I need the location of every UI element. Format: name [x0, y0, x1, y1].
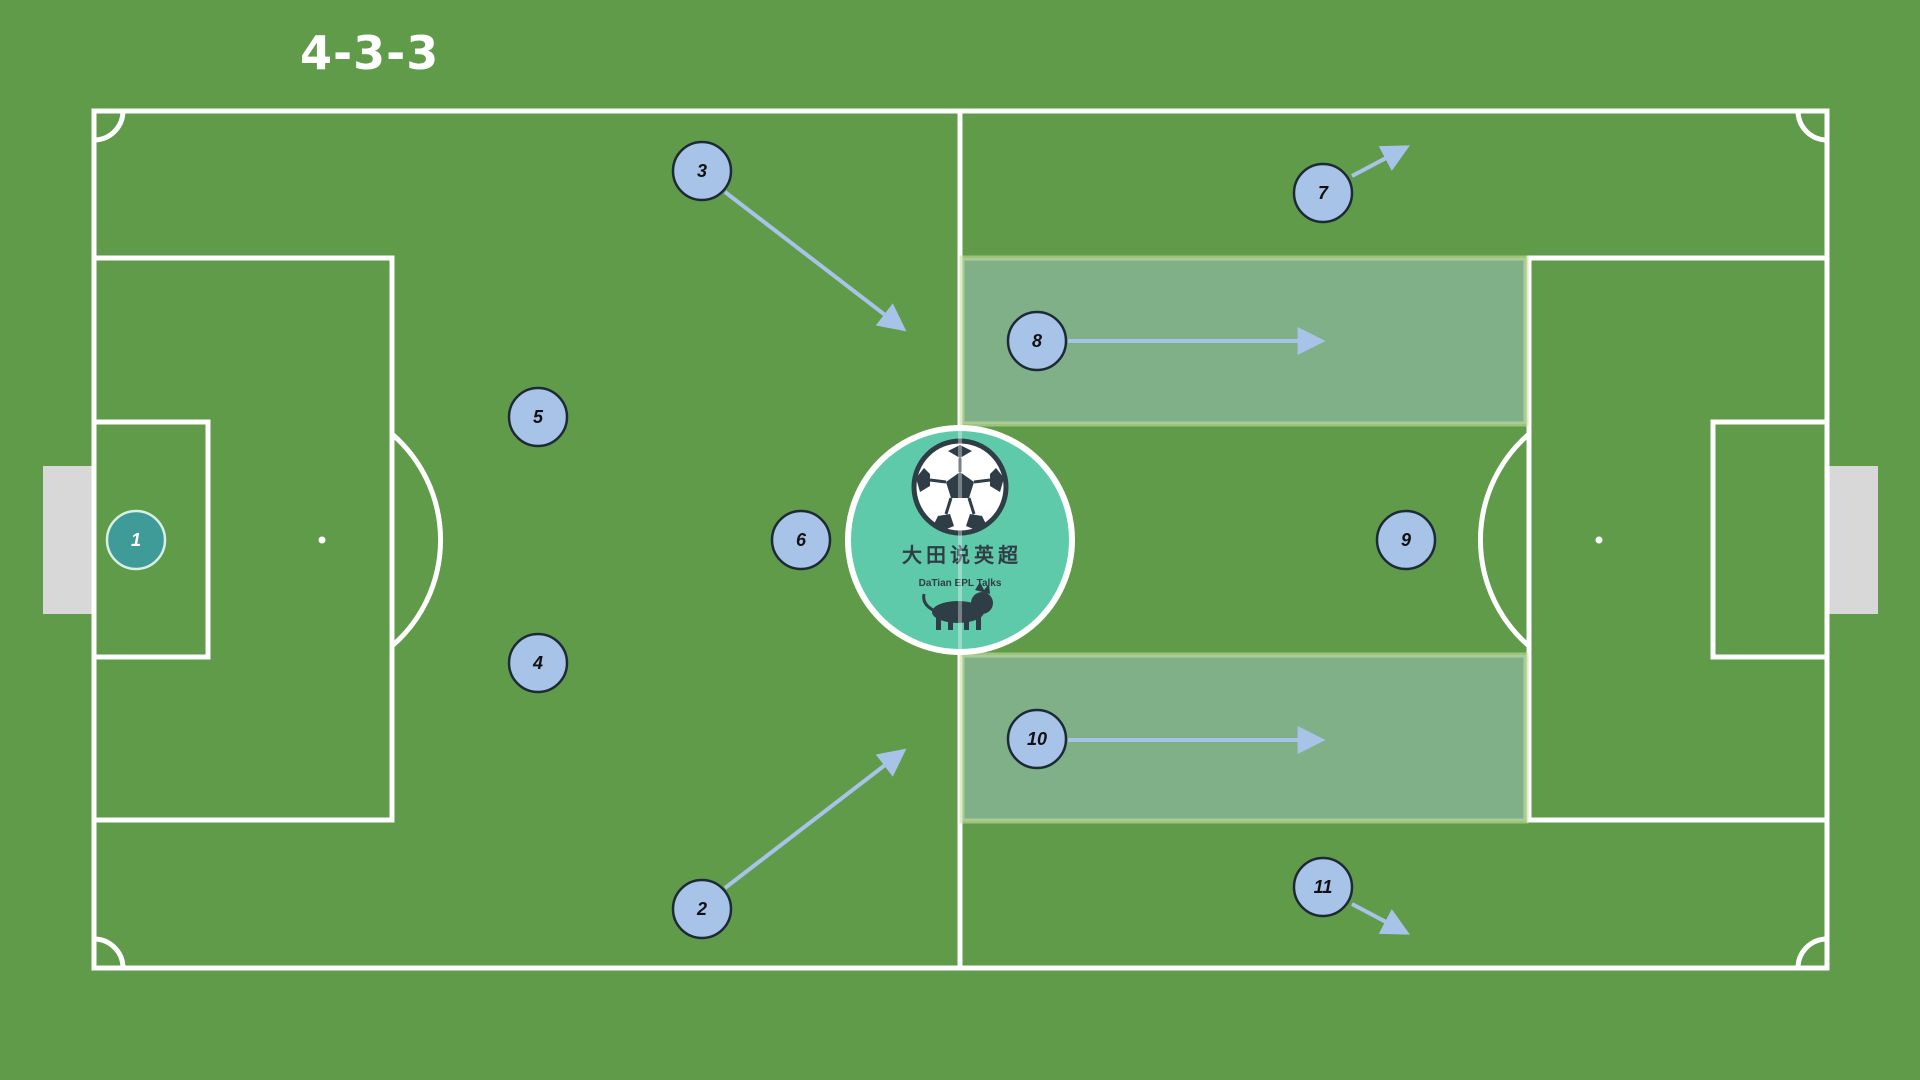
left-penalty-arc — [390, 432, 443, 648]
player-circle — [671, 878, 733, 940]
left-penalty-spot — [318, 536, 326, 544]
player-token-4[interactable]: 4 — [507, 632, 569, 694]
player-circle — [507, 386, 569, 448]
player-number: 7 — [1318, 183, 1329, 203]
player-circle — [105, 509, 167, 571]
player-circle — [671, 140, 733, 202]
player-circle — [1292, 856, 1354, 918]
players-layer: 1 2 3 4 5 6 7 8 9 10 11 — [105, 140, 1437, 940]
logo-chinese-text: 大田说英超 — [902, 543, 1022, 567]
right-penalty-arc — [1478, 432, 1531, 648]
player-number: 1 — [131, 530, 141, 550]
left-goal — [43, 466, 94, 614]
player-circle — [1292, 162, 1354, 224]
player-token-11[interactable]: 11 — [1292, 856, 1354, 918]
formation-title: 4-3-3 — [300, 26, 440, 80]
player-number: 3 — [697, 161, 707, 181]
player-token-10[interactable]: 10 — [1006, 708, 1068, 770]
player-number: 2 — [696, 899, 707, 919]
player-circle — [1006, 310, 1068, 372]
center-logo: 大田说英超 DaTian EPL Talks — [845, 425, 1075, 655]
goalkeeper-token[interactable]: 1 — [105, 509, 167, 571]
corner-arc-bottom-left — [93, 936, 126, 969]
player-number: 5 — [533, 407, 544, 427]
player-number: 8 — [1032, 331, 1042, 351]
player-token-2[interactable]: 2 — [671, 878, 733, 940]
player-token-6[interactable]: 6 — [770, 509, 832, 571]
player-token-7[interactable]: 7 — [1292, 162, 1354, 224]
corner-arc-top-right — [1795, 110, 1828, 143]
player-circle — [1006, 708, 1068, 770]
player-circle — [1375, 509, 1437, 571]
player-token-3[interactable]: 3 — [671, 140, 733, 202]
right-six-yard-box — [1710, 419, 1830, 660]
player-number: 9 — [1401, 530, 1411, 550]
player-token-9[interactable]: 9 — [1375, 509, 1437, 571]
arrow-player-3 — [723, 190, 907, 332]
player-number: 11 — [1314, 877, 1333, 897]
player-number: 4 — [532, 653, 543, 673]
lion-icon — [922, 582, 993, 630]
player-number: 6 — [796, 530, 807, 550]
player-token-8[interactable]: 8 — [1006, 310, 1068, 372]
player-token-5[interactable]: 5 — [507, 386, 569, 448]
corner-arc-top-left — [93, 110, 126, 143]
left-six-yard-box — [91, 419, 211, 660]
logo-english-text: DaTian EPL Talks — [919, 578, 1002, 589]
soccer-ball-icon — [911, 438, 1009, 536]
player-circle — [770, 509, 832, 571]
player-number: 10 — [1027, 729, 1047, 749]
right-goal — [1827, 466, 1878, 614]
arrow-player-2 — [723, 748, 907, 890]
corner-arc-bottom-right — [1795, 936, 1828, 969]
player-circle — [507, 632, 569, 694]
arrow-player-7 — [1351, 145, 1410, 178]
arrow-player-11 — [1351, 902, 1410, 935]
right-penalty-spot — [1595, 536, 1603, 544]
right-penalty-area — [1526, 255, 1830, 823]
